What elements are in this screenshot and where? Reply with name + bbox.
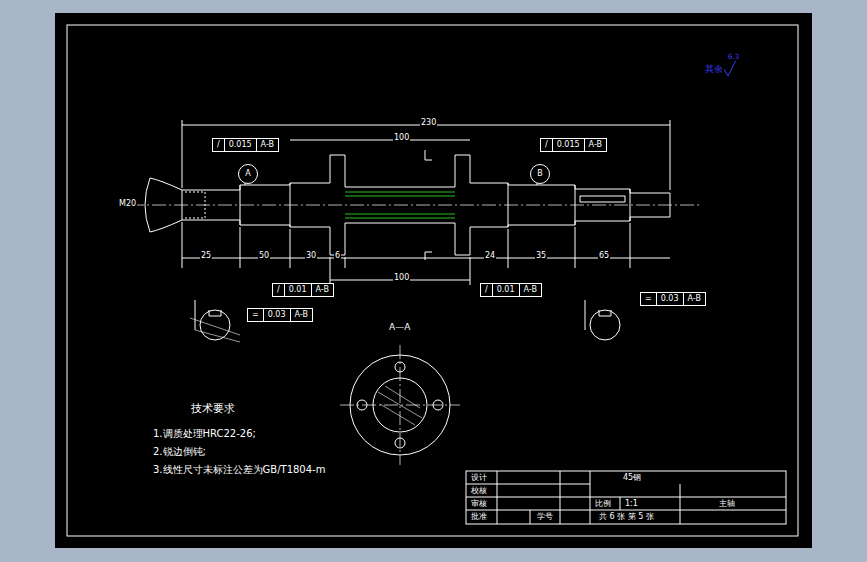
drawing-label: 批准 [470,512,488,521]
drawing-label: 3.线性尺寸未标注公差为GB/T1804-m [152,464,326,476]
drawing-label: 6 [334,251,341,260]
frame-cell: A-B [520,284,541,296]
tolerance-frame: =0.03A-B [640,292,706,306]
frame-cell: A-B [257,139,278,151]
frame-cell: = [641,293,657,305]
drawing-label: 共 6 张 第 5 张 [598,512,655,521]
drawing-label: 100 [393,133,410,142]
drawing-label: 校核 [470,486,488,495]
frame-cell: A-B [585,139,606,151]
drawing-label: 1.调质处理HRC22-26; [152,428,257,440]
datum-bubble: B [530,164,550,184]
frame-cell: / [273,284,285,296]
frame-cell: B [531,165,549,183]
drawing-label: M20 [118,199,137,208]
drawing-label: 学号 [536,512,554,521]
drawing-label: 25 [200,251,212,260]
drawing-label: 230 [420,118,437,127]
frame-cell: A-B [684,293,705,305]
tolerance-frame: =0.03A-B [247,308,313,322]
frame-cell: 0.03 [264,309,291,321]
drawing-label: 比例 [594,499,612,508]
datum-bubble: A [238,164,258,184]
frame-cell: A-B [291,309,312,321]
frame-cell: 0.01 [493,284,520,296]
frame-cell: / [213,139,225,151]
frame-cell: 0.03 [657,293,684,305]
frame-cell: = [248,309,264,321]
tolerance-frame: /0.015A-B [540,138,607,152]
drawing-label: 35 [535,251,547,260]
drawing-label: 6.3 [727,53,740,61]
drawing-label: 50 [258,251,270,260]
frame-cell: 0.01 [285,284,312,296]
drawing-label: 2.锐边倒钝; [152,446,207,458]
drawing-label: 技术要求 [190,403,236,416]
drawing-label: 1:1 [624,499,639,508]
drawing-label: 45钢 [622,473,642,482]
drawing-label: A—A [388,322,411,332]
drawing-label: 设计 [470,473,488,482]
frame-cell: 0.015 [553,139,585,151]
drawing-label: 24 [484,251,496,260]
tolerance-frame: /0.015A-B [212,138,279,152]
drawing-label: 100 [393,273,410,282]
frame-cell: / [481,284,493,296]
drawing-label: 65 [598,251,610,260]
frame-cell: A [239,165,257,183]
frame-cell: 0.015 [225,139,257,151]
tolerance-frame: /0.01A-B [480,283,542,297]
frame-cell: / [541,139,553,151]
drawing-label: 其余 [704,64,724,74]
frame-cell: A-B [312,284,333,296]
drawing-label: 主轴 [718,499,736,508]
drawing-label: 30 [305,251,317,260]
drawing-label: 审核 [470,499,488,508]
tolerance-frame: /0.01A-B [272,283,334,297]
